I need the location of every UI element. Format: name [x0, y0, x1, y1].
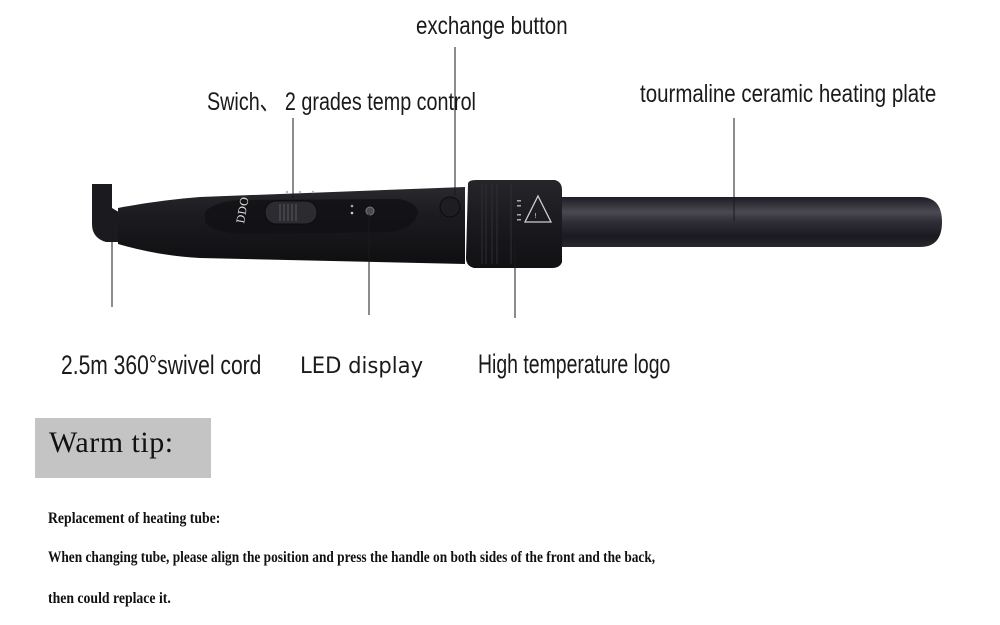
tip-line-continuation: then could replace it. [48, 590, 171, 607]
heating-barrel [562, 197, 942, 247]
callout-exchange-button: exchange button [416, 12, 568, 40]
brand-logo: DDO [234, 196, 251, 225]
warm-tip-heading-box: Warm tip: [35, 418, 211, 478]
tip-line-instruction: When changing tube, please align the pos… [48, 549, 656, 566]
collar: ! [466, 180, 562, 268]
callout-swivel-cord: 2.5m 360°swivel cord [61, 350, 262, 380]
exchange-button-knob [439, 196, 461, 218]
temp-switch [264, 200, 318, 225]
high-temp-warning-icon [523, 194, 553, 223]
callout-high-temp-logo: High temperature logo [478, 349, 671, 379]
swivel-cord-elbow [92, 184, 122, 242]
tip-line-title: Replacement of heating tube: [48, 510, 221, 527]
led-indicator [365, 206, 375, 216]
callout-led-display: LED display [300, 354, 424, 379]
callout-heating-plate: tourmaline ceramic heating plate [640, 80, 937, 108]
handle: DDO [118, 187, 465, 264]
warm-tip-heading: Warm tip: [49, 426, 174, 459]
callout-switch-temp-control: Swich、 2 grades temp control [207, 88, 476, 116]
svg-text:!: ! [534, 212, 537, 220]
curling-iron-illustration: DDO ! [92, 47, 942, 318]
